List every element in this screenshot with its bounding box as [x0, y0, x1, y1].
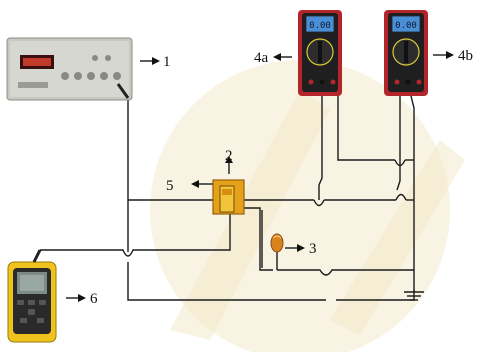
- capacitor: [270, 233, 284, 253]
- arrowhead-5: [191, 180, 199, 188]
- label-4b: 4b: [458, 48, 473, 64]
- sensor-assembly: [212, 179, 245, 215]
- arrowhead-2: [225, 156, 233, 163]
- label-2: 2: [225, 148, 233, 164]
- label-1: 1: [163, 54, 171, 70]
- arrowhead-4a: [273, 53, 281, 61]
- arrowhead-3: [297, 244, 305, 252]
- arrowhead-4b: [446, 51, 454, 59]
- background-watermark: [150, 60, 465, 352]
- multimeter-left: [298, 10, 342, 96]
- meter-left-display: 0.00: [309, 21, 331, 31]
- label-4a: 4a: [254, 50, 269, 66]
- arrowhead-6: [78, 294, 86, 302]
- function-generator: [6, 37, 133, 101]
- label-5: 5: [166, 178, 174, 194]
- multimeter-right: [384, 10, 428, 96]
- wiring: [40, 51, 454, 302]
- label-3: 3: [309, 241, 317, 257]
- meter-right-display: 0.00: [395, 21, 417, 31]
- arrowhead-1: [152, 57, 160, 65]
- label-6: 6: [90, 291, 98, 307]
- data-logger: [7, 249, 57, 343]
